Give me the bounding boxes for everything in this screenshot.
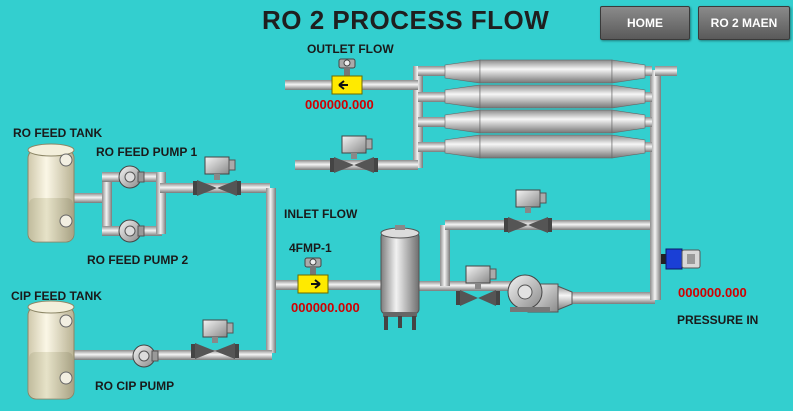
ro-membrane-bank [444, 59, 646, 159]
motorized-valve-icon[interactable] [193, 156, 241, 196]
ro-feed-tank-label: RO FEED TANK [13, 126, 103, 140]
flowmeter-icon[interactable] [297, 257, 329, 294]
motorized-valve-icon[interactable] [191, 319, 239, 359]
pump-icon[interactable] [118, 165, 145, 189]
inlet-flow-label: INLET FLOW [284, 207, 358, 221]
ro-feed-tank[interactable] [27, 143, 75, 243]
ro-membrane-icon [444, 59, 646, 84]
cartridge-filter-vessel[interactable] [380, 225, 420, 330]
pump-icon[interactable] [118, 219, 145, 243]
ro-feed-pump-1-label: RO FEED PUMP 1 [96, 145, 198, 159]
pump-icon[interactable] [132, 344, 159, 368]
inlet-flow-value: 000000.000 [291, 300, 360, 315]
fmp-label: 4FMP-1 [289, 241, 332, 255]
ro-membrane-icon [444, 134, 646, 159]
cip-feed-tank[interactable] [27, 300, 75, 400]
pressure-transmitter-icon[interactable] [661, 248, 701, 270]
ro-feed-pump-2-label: RO FEED PUMP 2 [87, 253, 189, 267]
pressure-in-label: PRESSURE IN [677, 313, 759, 327]
home-button[interactable]: HOME [600, 6, 690, 40]
outlet-flow-value: 000000.000 [305, 97, 374, 112]
ro2-maen-button[interactable]: RO 2 MAEN [698, 6, 790, 40]
ro-membrane-icon [444, 109, 646, 134]
ro-cip-pump-label: RO CIP PUMP [95, 379, 175, 393]
ro-membrane-icon [444, 84, 646, 109]
page-title: RO 2 PROCESS FLOW [262, 5, 550, 35]
pressure-in-value: 000000.000 [678, 285, 747, 300]
motorized-valve-icon[interactable] [456, 265, 500, 306]
cip-feed-tank-label: CIP FEED TANK [11, 289, 102, 303]
motorized-valve-icon[interactable] [330, 135, 378, 173]
pump-icon[interactable] [507, 274, 573, 313]
flowmeter-icon[interactable] [331, 58, 363, 95]
outlet-flow-label: OUTLET FLOW [307, 42, 394, 56]
motorized-valve-icon[interactable] [504, 189, 552, 233]
